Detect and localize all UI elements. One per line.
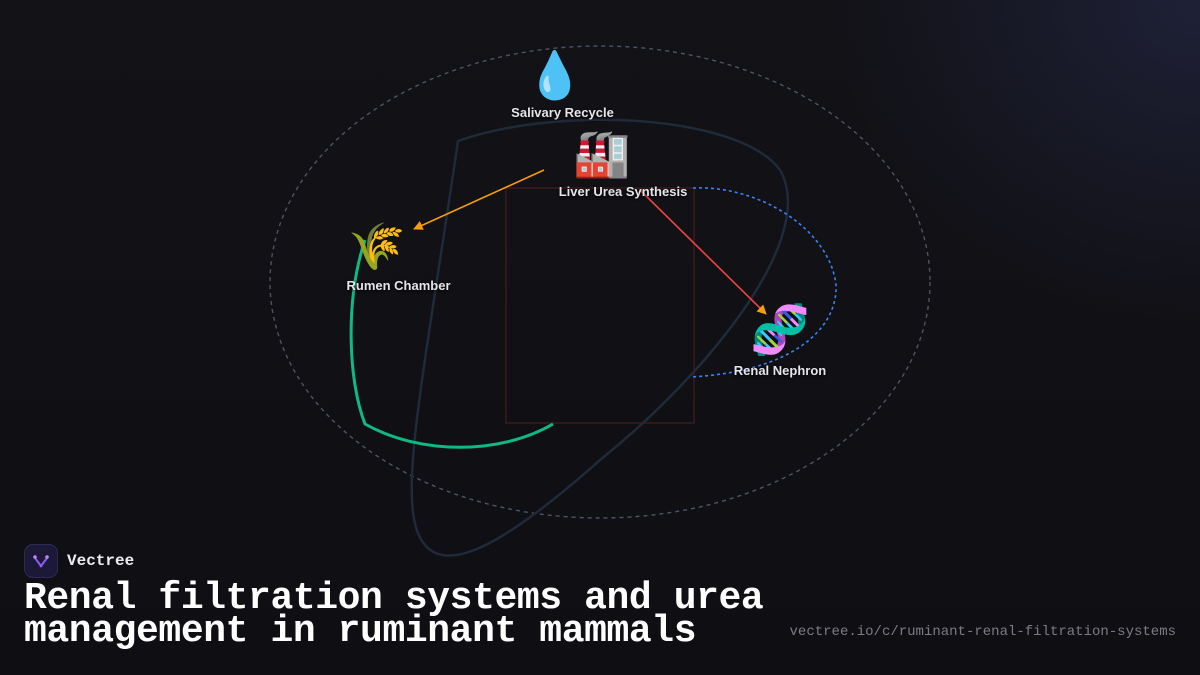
arrow-liver-to-renal (639, 189, 767, 315)
node-renal-nephron: 🧬 Renal Nephron (734, 306, 826, 378)
center-box (505, 187, 695, 424)
droplet-icon: 💧 (526, 48, 584, 102)
page-title: Renal filtration systems and urea manage… (24, 577, 764, 653)
factory-icon: 🏭 (573, 126, 631, 180)
vectree-logo-icon (24, 544, 58, 578)
brand-name: Vectree (67, 552, 135, 570)
rumen-return-curve (349, 239, 554, 449)
dna-icon: 🧬 (750, 302, 810, 358)
inner-flow-loop (410, 118, 790, 557)
node-label: Salivary Recycle (511, 105, 614, 120)
wheat-icon: 🌾 (348, 219, 406, 273)
brand: Vectree (24, 544, 134, 578)
node-rumen-chamber: 🌾 Rumen Chamber (303, 223, 450, 293)
node-label: Liver Urea Synthesis (558, 184, 688, 199)
source-url: vectree.io/c/ruminant-renal-filtration-s… (789, 624, 1176, 640)
node-label: Renal Nephron (733, 363, 827, 378)
node-label: Rumen Chamber (346, 278, 451, 293)
node-salivary-recycle: 💧 Salivary Recycle (496, 52, 614, 120)
arrow-salivary-to-rumen (413, 169, 545, 230)
outer-cycle-ring (269, 45, 931, 519)
node-liver-urea-synthesis: 🏭 Liver Urea Synthesis (517, 130, 688, 199)
renal-return-loop (689, 187, 837, 378)
